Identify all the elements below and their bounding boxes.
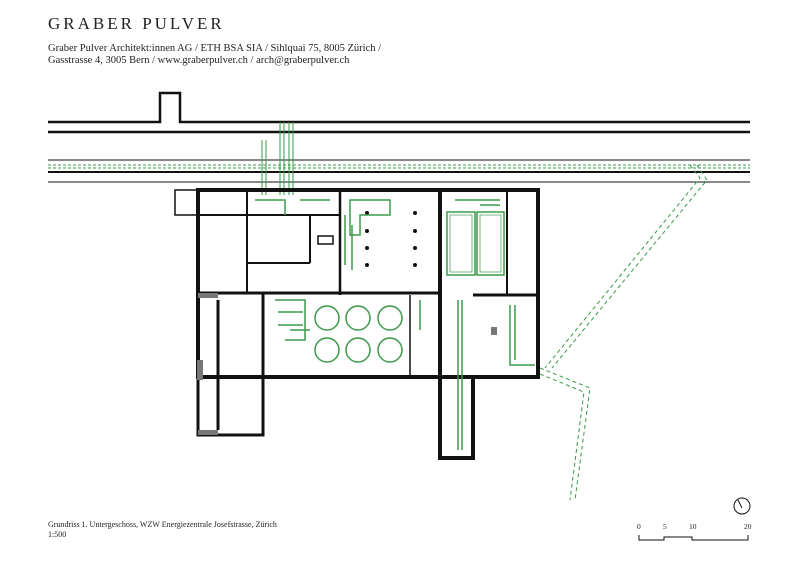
scale-tick-5: 5	[663, 522, 667, 531]
address-line-1: Graber Pulver Architekt:innen AG / ETH B…	[48, 43, 382, 54]
brand-logo-text: GRABER PULVER	[48, 14, 225, 33]
pipe-routes	[48, 122, 750, 501]
address-block: Graber Pulver Architekt:innen AG / ETH B…	[48, 43, 381, 67]
gray-walls	[197, 293, 497, 435]
north-arrow-icon	[733, 497, 751, 515]
scale-bar	[638, 535, 749, 541]
scale-tick-10: 10	[689, 522, 697, 531]
plan-caption: Grundriss 1. Untergeschoss, WZW Energiez…	[48, 520, 277, 540]
address-line-2: Gasstrasse 4, 3005 Bern / www.graberpulv…	[48, 55, 350, 66]
building-walls	[174, 188, 540, 460]
scale-tick-0: 0	[637, 522, 641, 531]
caption-scale: 1:500	[48, 530, 67, 539]
caption-title: Grundriss 1. Untergeschoss, WZW Energiez…	[48, 520, 277, 529]
tanks	[255, 199, 535, 450]
street-lines	[48, 91, 750, 183]
columns	[365, 211, 417, 267]
scale-tick-20: 20	[744, 522, 752, 531]
